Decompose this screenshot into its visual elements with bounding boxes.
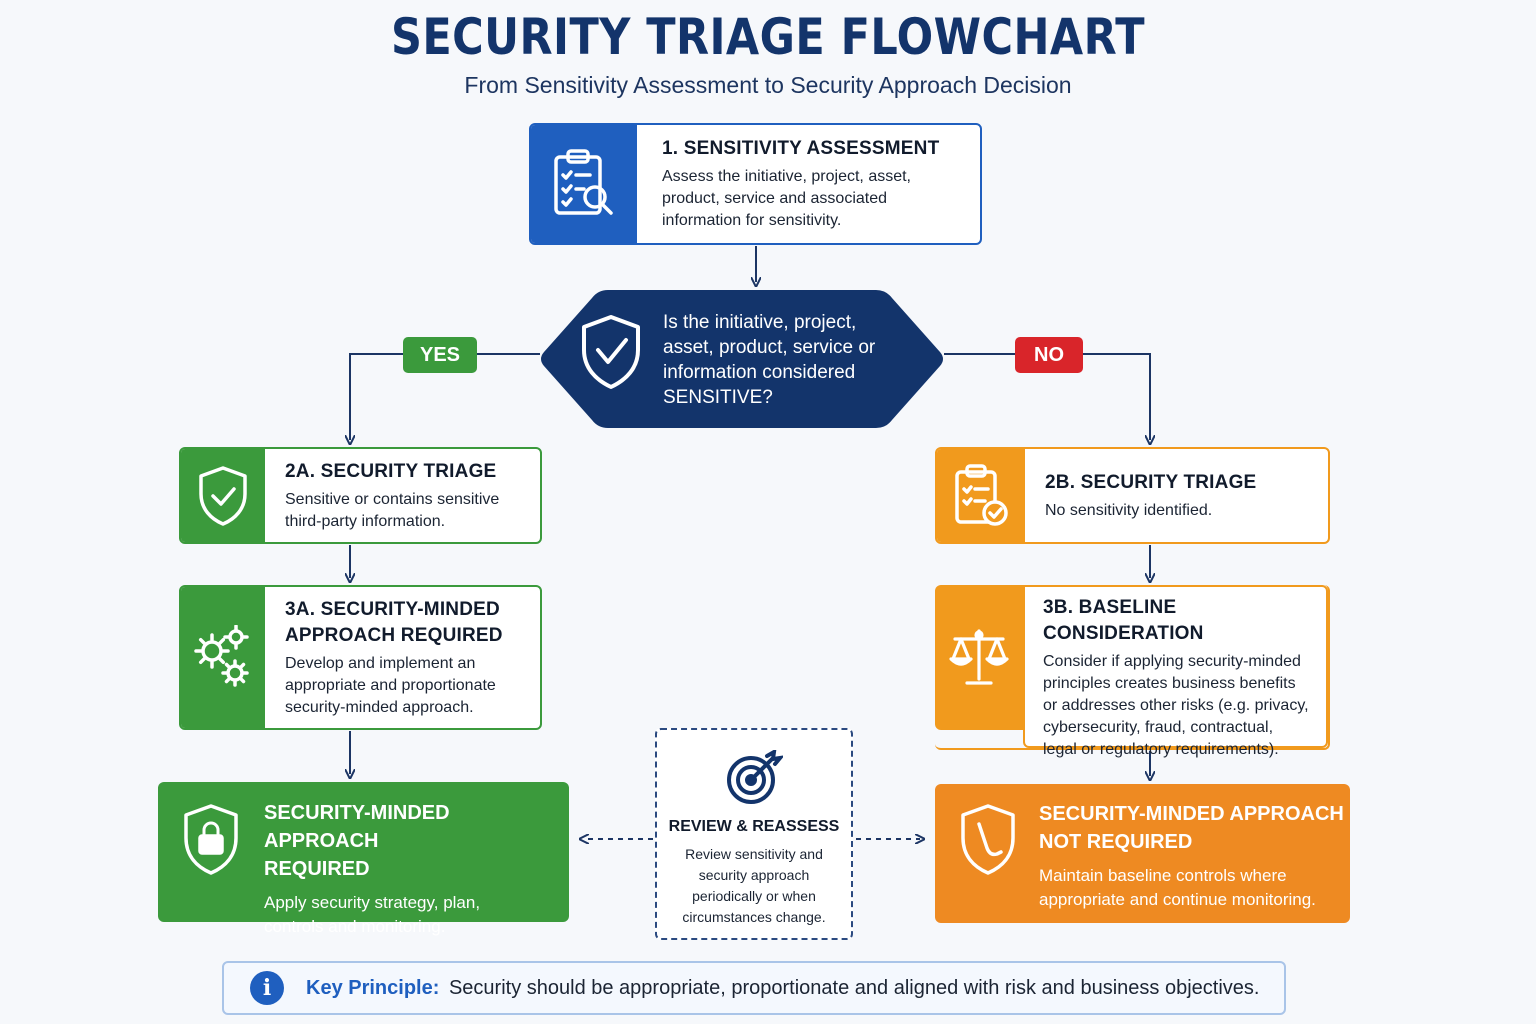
step-1-text-line: information for sensitivity. [662, 212, 842, 229]
step-2a-heading: 2A. SECURITY TRIAGE [285, 460, 497, 482]
gears-icon [181, 587, 265, 728]
shield-lock-icon [180, 802, 242, 878]
outcome-b-text-line: Maintain baseline controls where [1039, 866, 1287, 885]
step-2b-heading: 2B. SECURITY TRIAGE [1045, 471, 1257, 493]
outcome-approach-required: SECURITY-MINDED APPROACH REQUIRED Apply … [158, 782, 569, 936]
review-text-line: security approach [698, 867, 810, 883]
step-3a-text-line: security-minded approach. [285, 698, 474, 716]
clipboard-check-icon [937, 449, 1025, 542]
outcome-b-heading-line: SECURITY-MINDED APPROACH [1039, 803, 1344, 825]
step-3b-baseline-consideration: 3B. BASELINE CONSIDERATION Consider if a… [935, 585, 1330, 758]
step-3a-heading-line: 3A. SECURITY-MINDED [285, 598, 500, 620]
step-1-sensitivity-assessment: 1. SENSITIVITY ASSESSMENT Assess the ini… [529, 123, 982, 245]
outcome-a-heading-line: SECURITY-MINDED APPROACH [264, 802, 450, 852]
step-3b-text-line: or addresses other risks (e.g. privacy, [1043, 697, 1309, 714]
outcome-b-text-line: appropriate and continue monitoring. [1039, 890, 1316, 909]
step-2b-text-line: No sensitivity identified. [1045, 501, 1213, 519]
decision-text-line: Is the initiative, project, [663, 312, 857, 333]
page-title: SECURITY TRIAGE FLOWCHART [390, 8, 1146, 66]
shield-slash-icon [957, 802, 1019, 878]
outcome-approach-not-required: SECURITY-MINDED APPROACH NOT REQUIRED Ma… [935, 784, 1350, 923]
clipboard-search-icon [531, 125, 637, 243]
step-2b-security-triage: 2B. SECURITY TRIAGE No sensitivity ident… [935, 447, 1330, 544]
outcome-a-text-line: Apply security strategy, plan, [264, 893, 481, 912]
outcome-a-heading-line: REQUIRED [264, 858, 370, 880]
key-principle-label: Key Principle: [306, 976, 440, 999]
arrow-decision-no [944, 353, 1150, 440]
yes-label: YES [403, 337, 477, 373]
target-icon [725, 748, 785, 806]
step-1-text-line: Assess the initiative, project, asset, [662, 168, 911, 185]
review-text-line: circumstances change. [682, 909, 826, 925]
step-3b-text-line: principles creates business benefits [1043, 675, 1296, 692]
outcome-a-text-line: controls and monitoring. [264, 917, 446, 936]
no-label: NO [1015, 337, 1083, 373]
outcome-b-heading-line: NOT REQUIRED [1039, 831, 1193, 853]
step-3b-heading: 3B. BASELINE CONSIDERATION [1043, 597, 1204, 644]
step-1-text-line: product, service and associated [662, 190, 888, 207]
step-2a-security-triage: 2A. SECURITY TRIAGE Sensitive or contain… [179, 447, 542, 544]
review-text-line: Review sensitivity and [685, 846, 823, 862]
step-2a-text-line: third-party information. [285, 512, 446, 530]
step-3b-text-line: cybersecurity, fraud, contractual, [1043, 719, 1274, 736]
decision-question: Is the initiative, project, asset, produ… [663, 310, 903, 410]
step-3a-heading-line: APPROACH REQUIRED [285, 624, 503, 646]
decision-text-line: asset, product, service or [663, 337, 876, 358]
review-heading: REVIEW & REASSESS [668, 818, 840, 835]
step-3b-text-line: legal or regulatory requirements). [1043, 741, 1279, 758]
key-principle-text: Security should be appropriate, proporti… [448, 976, 1260, 999]
decision-text-line: information considered [663, 362, 856, 383]
review-text-line: periodically or when [692, 888, 816, 904]
step-3a-security-minded-approach: 3A. SECURITY-MINDED APPROACH REQUIRED De… [179, 585, 542, 730]
scales-icon [935, 585, 1023, 730]
decision-hexagon [541, 290, 943, 428]
step-3b-text-line: Consider if applying security-minded [1043, 653, 1301, 670]
review-reassess-box: REVIEW & REASSESS Review sensitivity and… [655, 728, 853, 940]
decision-text-line: SENSITIVE? [663, 387, 773, 408]
info-icon: i [250, 971, 284, 1005]
step-1-heading: 1. SENSITIVITY ASSESSMENT [662, 138, 940, 159]
shield-check-icon [181, 449, 265, 542]
key-principle-bar: i Key Principle: Security should be appr… [222, 961, 1286, 1015]
step-3a-text-line: appropriate and proportionate [285, 676, 496, 694]
step-3a-text-line: Develop and implement an [285, 654, 476, 672]
page-subtitle: From Sensitivity Assessment to Security … [464, 72, 1072, 98]
shield-check-icon [576, 312, 646, 392]
step-2a-text-line: Sensitive or contains sensitive [285, 490, 500, 508]
